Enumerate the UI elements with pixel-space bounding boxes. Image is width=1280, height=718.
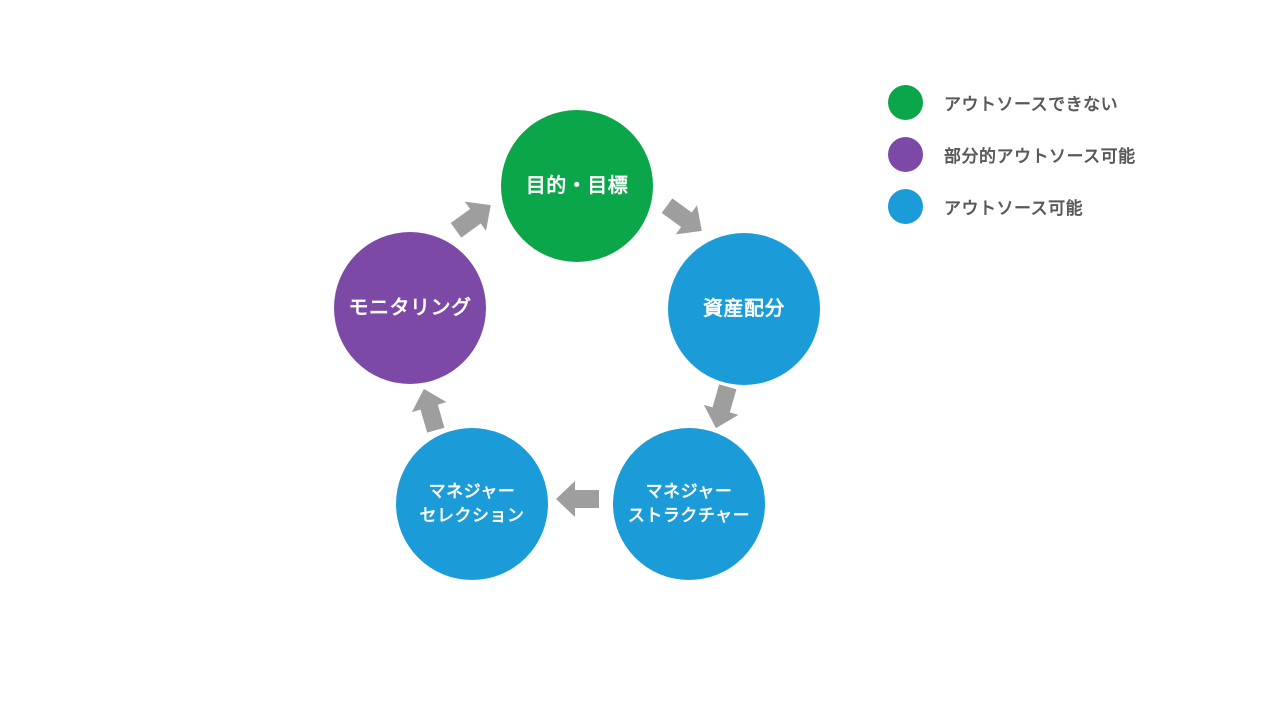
legend-item-partial-outsource: 部分的アウトソース可能	[888, 137, 1136, 172]
arrow-manager-selection-to-monitoring-icon	[411, 388, 447, 433]
green-circle-icon	[888, 85, 923, 120]
legend-item-cannot-outsource: アウトソースできない	[888, 85, 1136, 120]
cycle-node-manager-selection: マネジャー セレクション	[396, 428, 548, 580]
cycle-node-monitoring: モニタリング	[334, 232, 486, 384]
legend: アウトソースできない 部分的アウトソース可能 アウトソース可能	[888, 85, 1136, 224]
arrow-goals-to-asset-allocation-icon	[661, 198, 702, 235]
legend-label: アウトソース可能	[944, 199, 1084, 218]
purple-circle-icon	[888, 137, 923, 172]
node-label: マネジャー ストラクチャー	[627, 482, 751, 525]
blue-circle-icon	[888, 189, 923, 224]
cycle-node-asset-allocation: 資産配分	[668, 233, 820, 385]
cycle-node-manager-structure: マネジャー ストラクチャー	[613, 428, 765, 580]
arrow-asset-allocation-to-manager-structure-icon	[703, 384, 739, 429]
arrow-monitoring-to-goals-icon	[450, 201, 491, 238]
node-label: マネジャー セレクション	[419, 482, 525, 525]
legend-item-can-outsource: アウトソース可能	[888, 189, 1136, 224]
cycle-node-goals: 目的・目標	[501, 110, 653, 262]
node-label: 目的・目標	[525, 175, 629, 197]
node-label: モニタリング	[348, 297, 472, 319]
legend-label: アウトソースできない	[944, 95, 1119, 114]
arrow-manager-structure-to-manager-selection-icon	[556, 481, 599, 517]
legend-label: 部分的アウトソース可能	[944, 147, 1136, 166]
node-label: 資産配分	[703, 298, 785, 320]
